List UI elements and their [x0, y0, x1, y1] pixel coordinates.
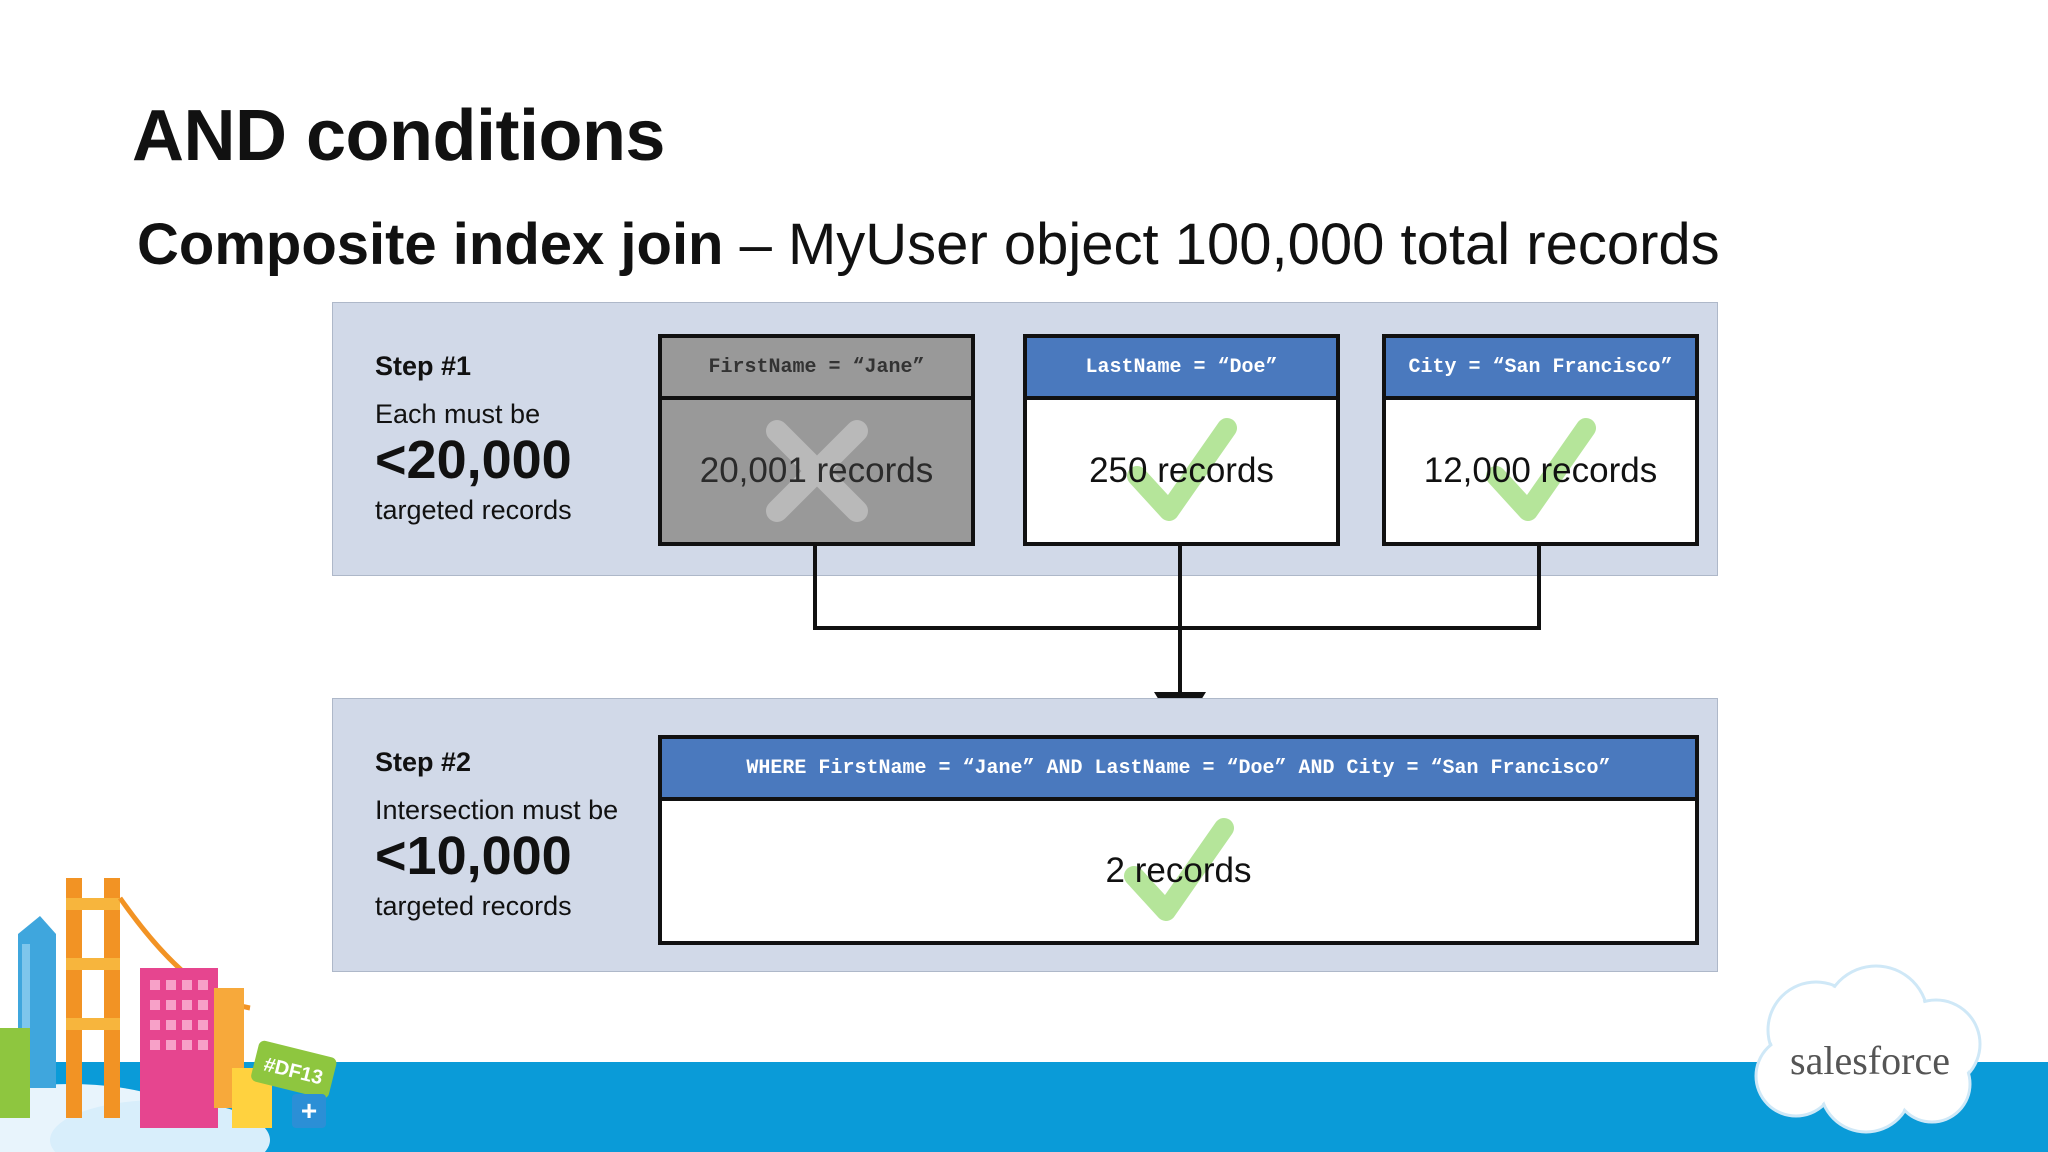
criterion-count: 20,001 records [699, 451, 934, 490]
logo-text: salesforce [1790, 1038, 1950, 1083]
step1-panel: Step #1 Each must be <20,000 targeted re… [332, 302, 1718, 576]
criterion-condition: LastName = “Doe” [1027, 338, 1336, 400]
step2-panel: Step #2 Intersection must be <10,000 tar… [332, 698, 1718, 972]
x-icon [765, 420, 868, 522]
intersection-condition: WHERE FirstName = “Jane” AND LastName = … [662, 739, 1695, 801]
city-illustration: #DF13 + [0, 878, 337, 1152]
step1-description: Each must be [375, 399, 541, 429]
step1-limit: <20,000 [375, 430, 572, 490]
subtitle-rest: – MyUser object 100,000 total records [723, 212, 1720, 277]
step1-footnote: targeted records [375, 495, 572, 525]
step2-limit: <10,000 [375, 826, 572, 886]
intersection-result: WHERE FirstName = “Jane” AND LastName = … [658, 735, 1699, 945]
check-icon [1123, 818, 1234, 921]
step2-footnote: targeted records [375, 891, 572, 921]
step2-description: Intersection must be [375, 795, 619, 825]
check-icon [1485, 418, 1596, 521]
criterion-count: 250 records [1089, 451, 1274, 490]
intersection-body: 2 records [662, 801, 1695, 941]
criterion-condition: FirstName = “Jane” [662, 338, 971, 400]
step2-label: Step #2 [375, 747, 472, 777]
criterion-lastname: LastName = “Doe” 250 records [1023, 334, 1340, 546]
slide-title: AND conditions [132, 96, 665, 176]
badge-plus: + [301, 1095, 317, 1126]
criterion-body: 250 records [1027, 400, 1336, 542]
criterion-city: City = “San Francisco” 12,000 records [1382, 334, 1699, 546]
criterion-body: 20,001 records [662, 400, 971, 542]
salesforce-logo: salesforce [1754, 964, 1982, 1134]
criterion-firstname: FirstName = “Jane” 20,001 records [658, 334, 975, 546]
subtitle-bold: Composite index join [137, 212, 724, 277]
criterion-count: 12,000 records [1423, 451, 1658, 490]
intersection-count: 2 records [1105, 851, 1252, 890]
check-icon [1126, 418, 1237, 521]
criterion-condition: City = “San Francisco” [1386, 338, 1695, 400]
slide-subtitle: Composite index join – MyUser object 100… [137, 216, 1720, 274]
footer-band [0, 1062, 2048, 1152]
criterion-body: 12,000 records [1386, 400, 1695, 542]
step1-label: Step #1 [375, 351, 472, 381]
